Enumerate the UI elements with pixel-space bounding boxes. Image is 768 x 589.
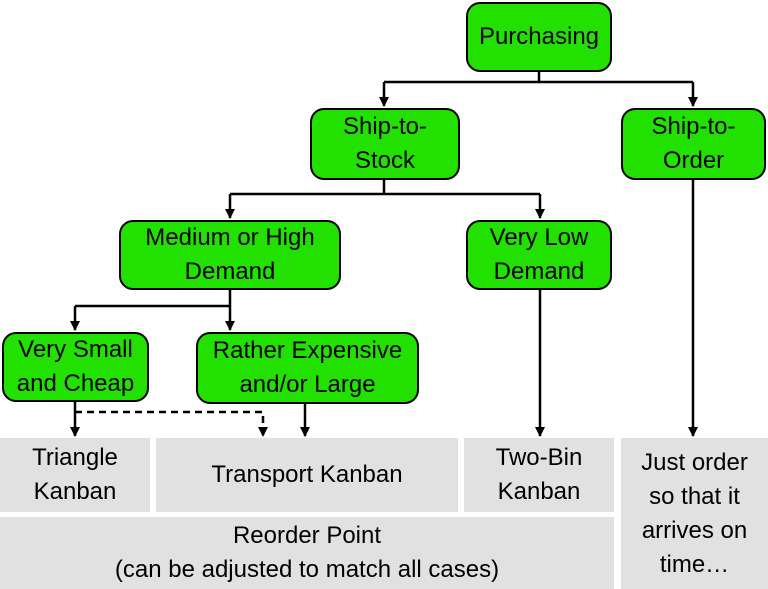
outcome-two-bin-kanban: Two-Bin Kanban [464,438,614,512]
node-very-low-demand: Very Low Demand [466,220,612,290]
node-very-small-cheap: Very Small and Cheap [2,332,149,402]
node-ship-to-stock: Ship-to- Stock [310,108,460,180]
outcome-reorder-point: Reorder Point (can be adjusted to match … [0,517,614,589]
node-ship-to-order: Ship-to- Order [621,108,766,180]
node-purchasing: Purchasing [466,2,612,72]
outcome-triangle-kanban: Triangle Kanban [0,438,150,512]
edge-stock-split [230,180,540,196]
node-rather-expensive-large: Rather Expensive and/or Large [196,332,419,404]
outcome-just-order: Just order so that it arrives on time… [621,438,768,589]
edge-medium-split [75,290,232,308]
outcome-transport-kanban: Transport Kanban [156,438,458,512]
node-medium-high-demand: Medium or High Demand [119,220,341,290]
edge-purchasing-split [384,72,693,84]
edge-dashed-to-transport [75,410,268,437]
